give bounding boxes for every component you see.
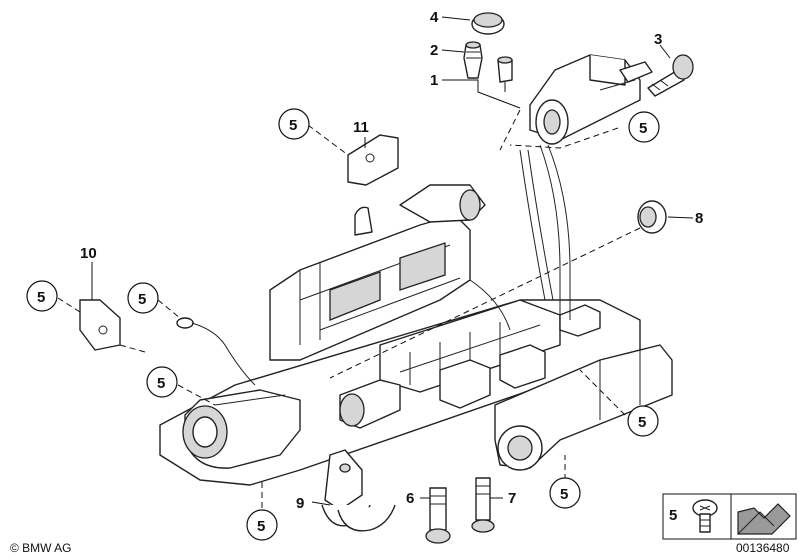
callout-5-e: 5 [146,366,178,398]
central-actuators [339,344,546,429]
svg-text:5: 5 [289,117,297,134]
callout-10: 10 [80,245,97,262]
svg-text:5: 5 [37,289,45,306]
svg-text:5: 5 [138,291,146,308]
left-cylinder [182,389,301,469]
callout-2: 2 [430,42,438,59]
arrow-symbol-icon [737,503,791,535]
part-2-insert [463,41,483,79]
svg-text:5: 5 [639,120,647,137]
callout-5-f: 5 [627,405,659,437]
svg-text:5: 5 [560,486,568,503]
callout-5-b: 5 [628,111,660,143]
leader-lines [57,16,694,518]
svg-text:5: 5 [638,414,646,431]
part-8-grommet [637,200,667,234]
part-11-bracket [347,134,399,186]
legend-part-number: 5 [669,507,677,524]
legend-box: 5 [662,493,797,540]
hydraulic-pipes [469,144,571,331]
copyright-text: © BMW AG [10,541,72,555]
part-10-bracket [79,299,121,351]
callout-1: 1 [430,72,438,89]
part-4-cap [471,12,505,35]
small-hose [176,317,256,386]
callout-5-h: 5 [246,509,278,541]
top-valve [529,54,653,145]
callout-6: 6 [406,490,414,507]
part-6-bolt [425,487,451,544]
pump-motor [494,304,673,471]
callout-5-c: 5 [26,280,58,312]
callout-5-a: 5 [278,108,310,140]
callout-7: 7 [508,490,516,507]
callout-5-g: 5 [549,477,581,509]
callout-11: 11 [353,119,369,136]
svg-text:5: 5 [157,375,165,392]
callout-3: 3 [654,31,662,48]
connector-plug [354,184,486,236]
part-9-clip [321,449,396,532]
part-7-bolt [471,477,495,533]
callout-9: 9 [296,495,304,512]
part-1-screw [497,56,513,83]
part-3-bolt [647,54,694,97]
callout-8: 8 [695,210,703,227]
callout-5-d: 5 [127,282,159,314]
drawing-number: 00136480 [736,541,790,555]
torx-screw-icon [692,499,718,533]
svg-text:5: 5 [257,518,265,535]
callout-4: 4 [430,9,439,26]
